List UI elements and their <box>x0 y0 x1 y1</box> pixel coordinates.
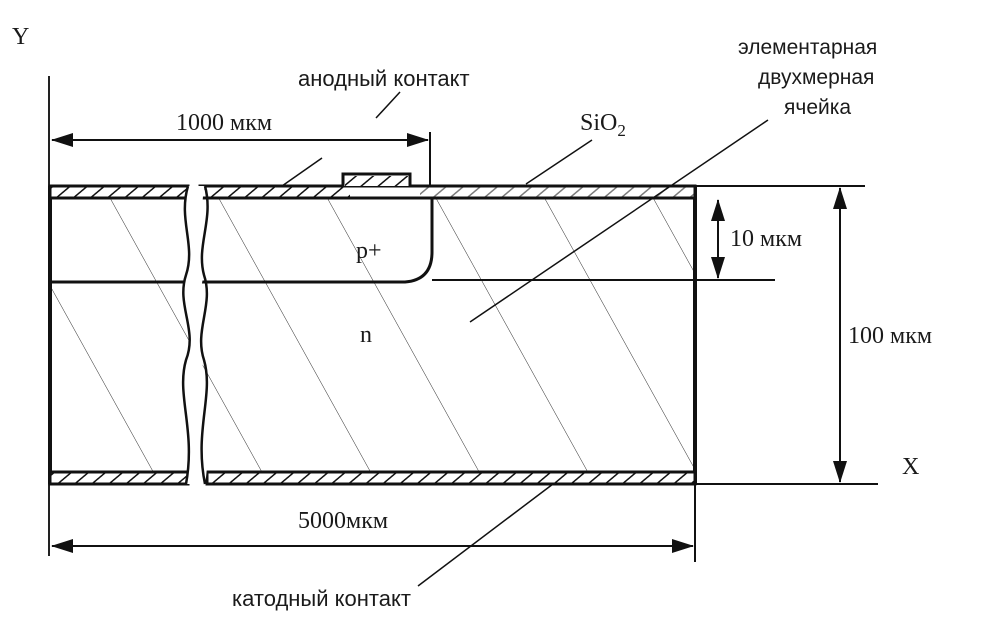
anode-contact-label: анодный контакт <box>298 66 470 91</box>
p-plus-junction <box>50 198 434 284</box>
semiconductor-body <box>50 198 696 471</box>
break-line-right <box>199 185 209 485</box>
anode-contact-leader <box>375 91 401 119</box>
cathode-contact-label: катодный контакт <box>232 586 411 611</box>
anode-contact <box>341 172 412 186</box>
anode-width-label: 1000 мкм <box>176 110 272 136</box>
cell-leader <box>469 119 769 323</box>
n-region-label: n <box>360 322 372 348</box>
cell-label-line2: двухмерная <box>758 66 874 89</box>
anode-contact-leader-2 <box>281 157 323 187</box>
total-height-label: 100 мкм <box>848 323 932 349</box>
p-depth-label: 10 мкм <box>730 226 802 252</box>
top-oxide-layer-right <box>198 184 697 200</box>
p-plus-region-label: p+ <box>356 238 382 264</box>
cathode-contact-leader <box>417 483 554 587</box>
oxide-leader <box>525 139 593 185</box>
top-oxide-layer-left <box>48 184 190 200</box>
x-axis-label: X <box>902 454 919 480</box>
cathode-layer <box>48 470 697 486</box>
cell-label-line3: ячейка <box>784 96 851 119</box>
y-axis-label: Y <box>12 24 29 50</box>
break-line-left <box>181 185 191 485</box>
cell-label-line1: элементарная <box>738 36 877 59</box>
oxide-label: SiO2 <box>580 110 626 140</box>
total-width-label: 5000мкм <box>298 508 388 534</box>
